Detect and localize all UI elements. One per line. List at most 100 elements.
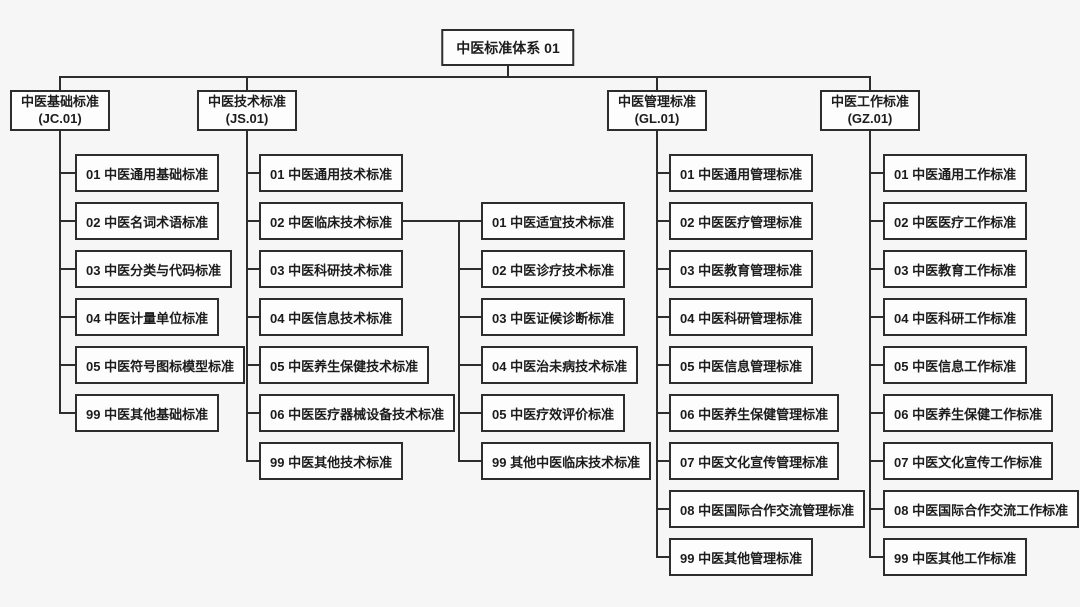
node-label: 04 中医科研管理标准 [680,310,803,326]
node-box: 07 中医文化宣传管理标准 [669,442,840,480]
node-label: 03 中医证候诊断标准 [492,310,615,326]
node-box: 07 中医文化宣传工作标准 [883,442,1054,480]
connector-line [403,220,461,222]
node-box: 04 中医计量单位标准 [75,298,220,336]
connector-line [60,268,75,270]
node-label: 06 中医养生保健工作标准 [894,406,1043,422]
node-box: 05 中医信息管理标准 [669,346,814,384]
node-box: 02 中医名词术语标准 [75,202,220,240]
connector-line [247,172,259,174]
connector-line [870,556,883,558]
connector-line [247,220,259,222]
connector-line [247,364,259,366]
node-box: 03 中医科研技术标准 [259,250,404,288]
connector-line [459,220,481,222]
connector-line [458,220,460,462]
node-box: 99 中医其他技术标准 [259,442,404,480]
connector-line [657,460,669,462]
node-box: 08 中医国际合作交流管理标准 [669,490,866,528]
connector-line [246,131,248,462]
connector-line [870,316,883,318]
node-box: 99 其他中医临床技术标准 [481,442,652,480]
node-box: 05 中医信息工作标准 [883,346,1028,384]
node-label: 02 中医名词术语标准 [86,214,209,230]
node-box: 04 中医科研工作标准 [883,298,1028,336]
branch-title: 中医管理标准 [617,94,697,110]
node-label: 08 中医国际合作交流工作标准 [894,502,1069,518]
connector-line [870,508,883,510]
node-label: 07 中医文化宣传工作标准 [894,454,1043,470]
node-box: 05 中医养生保健技术标准 [259,346,430,384]
branch-code: (GZ.01) [847,110,893,126]
connector-line [459,364,481,366]
connector-line [59,131,61,414]
node-label: 01 中医通用技术标准 [270,166,393,182]
node-label: 04 中医治未病技术标准 [492,358,628,374]
root-node-label: 中医标准体系 01 [456,39,560,56]
node-label: 03 中医教育工作标准 [894,262,1017,278]
node-box: 03 中医教育管理标准 [669,250,814,288]
node-label: 04 中医计量单位标准 [86,310,209,326]
connector-line [60,220,75,222]
node-label: 05 中医信息管理标准 [680,358,803,374]
connector-line [870,412,883,414]
branch-title: 中医技术标准 [207,94,287,110]
node-box: 04 中医信息技术标准 [259,298,404,336]
node-label: 03 中医教育管理标准 [680,262,803,278]
node-label: 99 其他中医临床技术标准 [492,454,641,470]
branch-header-1: 中医基础标准(JC.01) [9,90,111,131]
connector-line [869,131,871,558]
node-label: 99 中医其他基础标准 [86,406,209,422]
node-label: 05 中医信息工作标准 [894,358,1017,374]
connector-line [60,316,75,318]
node-box: 99 中医其他管理标准 [669,538,814,576]
connector-line [870,460,883,462]
branch-code: (JC.01) [38,110,82,126]
connector-line [247,460,259,462]
connector-line [657,172,669,174]
node-box: 04 中医治未病技术标准 [481,346,639,384]
connector-line [459,460,481,462]
node-box: 01 中医通用技术标准 [259,154,404,192]
connector-line [870,220,883,222]
node-label: 08 中医国际合作交流管理标准 [680,502,855,518]
branch-header-2: 中医技术标准(JS.01) [196,90,298,131]
connector-line [657,364,669,366]
node-box: 01 中医通用管理标准 [669,154,814,192]
branch-code: (GL.01) [634,110,680,126]
node-label: 05 中医养生保健技术标准 [270,358,419,374]
node-box: 01 中医适宜技术标准 [481,202,626,240]
connector-line [870,172,883,174]
node-box: 01 中医通用基础标准 [75,154,220,192]
node-label: 05 中医疗效评价标准 [492,406,615,422]
node-label: 07 中医文化宣传管理标准 [680,454,829,470]
node-label: 01 中医通用管理标准 [680,166,803,182]
connector-line [247,316,259,318]
connector-line [459,412,481,414]
node-label: 05 中医符号图标模型标准 [86,358,235,374]
connector-line [656,76,658,90]
node-label: 99 中医其他工作标准 [894,550,1017,566]
node-label: 01 中医通用基础标准 [86,166,209,182]
node-label: 02 中医诊疗技术标准 [492,262,615,278]
node-label: 01 中医通用工作标准 [894,166,1017,182]
connector-line [246,76,248,90]
node-box: 06 中医医疗器械设备技术标准 [259,394,456,432]
branch-title: 中医基础标准 [20,94,100,110]
node-box: 01 中医通用工作标准 [883,154,1028,192]
node-box: 03 中医分类与代码标准 [75,250,233,288]
node-box: 02 中医诊疗技术标准 [481,250,626,288]
connector-line [60,364,75,366]
node-label: 06 中医医疗器械设备技术标准 [270,406,445,422]
connector-line [247,268,259,270]
connector-line [459,268,481,270]
connector-line [657,556,669,558]
node-box: 99 中医其他工作标准 [883,538,1028,576]
connector-line [869,76,871,90]
root-node: 中医标准体系 01 [441,29,575,66]
node-box: 05 中医疗效评价标准 [481,394,626,432]
connector-line [247,412,259,414]
node-label: 01 中医适宜技术标准 [492,214,615,230]
connector-line [657,316,669,318]
